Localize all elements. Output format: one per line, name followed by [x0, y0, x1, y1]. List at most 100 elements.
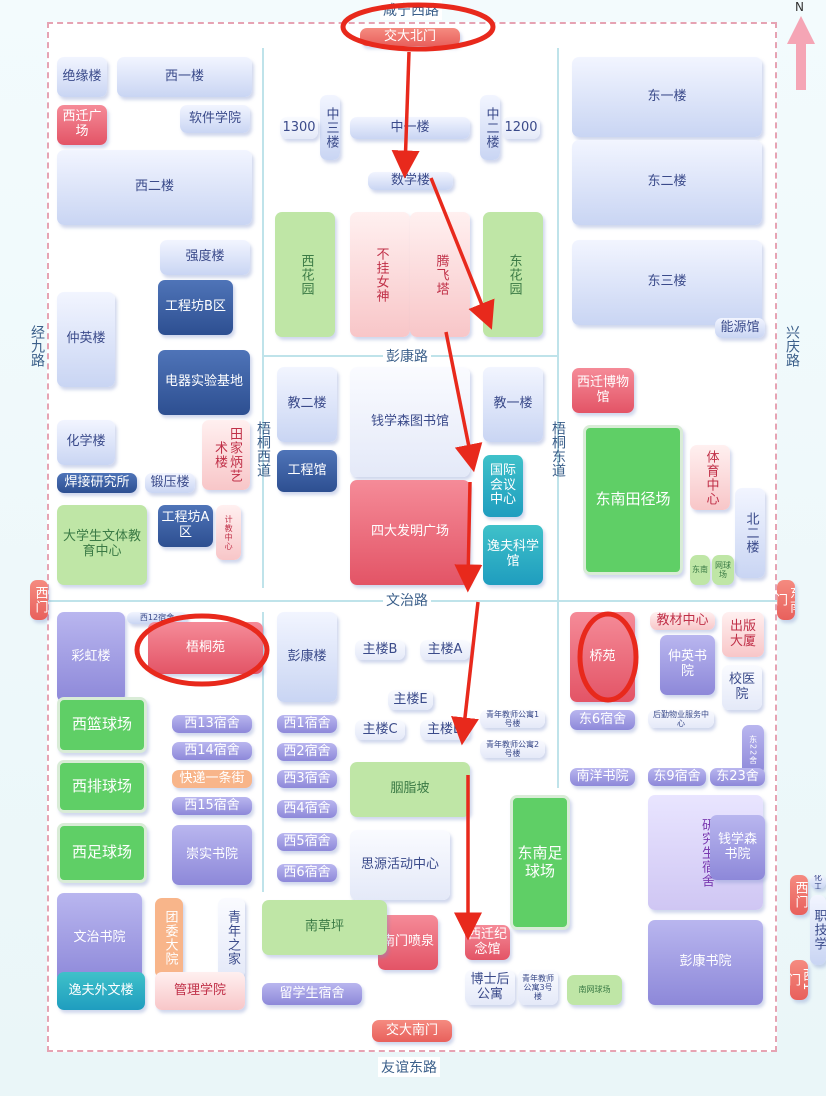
place-beier[interactable]: 北二楼: [735, 488, 765, 578]
place-library[interactable]: 钱学森图书馆: [350, 367, 470, 477]
place-dongsan[interactable]: 东三楼: [572, 240, 762, 325]
place-xi6[interactable]: 西6宿舍: [277, 864, 337, 882]
place-xiyi[interactable]: 西一楼: [117, 57, 252, 97]
place-liuxue[interactable]: 留学生宿舍: [262, 983, 362, 1005]
place-tianjiabing[interactable]: 田家炳艺术楼: [202, 420, 250, 490]
place-jiaoyi[interactable]: 教一楼: [483, 367, 543, 442]
place-dongyi[interactable]: 东一楼: [572, 57, 762, 137]
place-kuaidi[interactable]: 快递一条街: [172, 770, 252, 788]
place-zhongyi[interactable]: 中一楼: [350, 117, 470, 139]
place-dong9[interactable]: 东9宿舍: [648, 768, 706, 786]
place-siyuan[interactable]: 思源活动中心: [350, 830, 450, 900]
place-tuanwei[interactable]: 团委大院: [155, 898, 183, 978]
place-hanjie[interactable]: 焊接研究所: [57, 473, 137, 493]
place-qj1[interactable]: 青年教师公寓1号楼: [480, 710, 545, 728]
place-track[interactable]: 东南田径场: [583, 425, 683, 575]
place-fountain[interactable]: 南门喷泉: [378, 915, 438, 970]
place-shuxue[interactable]: 数学楼: [368, 172, 453, 190]
place-tiyu[interactable]: 体育中心: [690, 445, 730, 510]
place-gcfb[interactable]: 工程坊B区: [158, 280, 233, 335]
place-xi2[interactable]: 西2宿舍: [277, 743, 337, 761]
place-xi13[interactable]: 西13宿舍: [172, 715, 252, 733]
place-qingnian[interactable]: 青年之家: [218, 898, 245, 978]
place-sida[interactable]: 四大发明广场: [350, 480, 470, 585]
place-qiaoyuan[interactable]: 桥苑: [570, 612, 635, 702]
place-jueyuan[interactable]: 绝缘楼: [57, 57, 107, 97]
place-nanyang[interactable]: 南洋书院: [570, 768, 635, 786]
place-r-huagong[interactable]: 化工: [810, 875, 826, 889]
place-xi5[interactable]: 西5宿舍: [277, 833, 337, 851]
place-dianqi[interactable]: 电器实验基地: [158, 350, 250, 415]
place-xier[interactable]: 西二楼: [57, 150, 252, 225]
place-guanli[interactable]: 管理学院: [155, 972, 245, 1010]
place-zhongying[interactable]: 仲英楼: [57, 292, 115, 387]
place-qj2[interactable]: 青年教师公寓2号楼: [480, 740, 545, 758]
place-chuban[interactable]: 出版大厦: [722, 612, 764, 657]
place-gcfa[interactable]: 工程坊A区: [158, 505, 213, 547]
place-huaxue[interactable]: 化学楼: [57, 420, 115, 465]
place-n1200[interactable]: 1200: [502, 117, 540, 139]
place-goddess[interactable]: 不挂女神: [350, 212, 410, 337]
place-caihong[interactable]: 彩虹楼: [57, 612, 125, 702]
place-yanzhi[interactable]: 胭脂坡: [350, 762, 470, 817]
place-xipai[interactable]: 西排球场: [57, 760, 147, 813]
place-dn-tennis[interactable]: 东南: [690, 555, 710, 585]
place-zlC[interactable]: 主楼C: [355, 720, 405, 740]
place-r-west-gate[interactable]: 西门: [790, 875, 808, 915]
place-west-gate[interactable]: 西门: [30, 580, 48, 620]
place-guoji[interactable]: 国际会议中心: [483, 455, 523, 517]
place-zhonger[interactable]: 中二楼: [480, 95, 500, 160]
place-software[interactable]: 软件学院: [180, 105, 250, 133]
place-donghuayuan[interactable]: 东花园: [483, 212, 543, 337]
place-xiqian-museum[interactable]: 西迁博物馆: [572, 368, 634, 413]
place-dong6[interactable]: 东6宿舍: [570, 710, 635, 730]
place-zlB[interactable]: 主楼B: [355, 640, 405, 660]
place-gongcheng[interactable]: 工程馆: [277, 450, 337, 492]
place-zlE[interactable]: 主楼E: [388, 690, 433, 710]
place-jijiao[interactable]: 计教中心: [216, 505, 241, 560]
place-jiaoer[interactable]: 教二楼: [277, 367, 337, 442]
place-dong23[interactable]: 东23舍: [710, 768, 765, 786]
place-yifu-wai[interactable]: 逸夫外文楼: [57, 972, 145, 1010]
place-nanwang[interactable]: 南网球场: [567, 975, 622, 1005]
place-xi15[interactable]: 西15宿舍: [172, 797, 252, 815]
place-nengyuan[interactable]: 能源馆: [715, 318, 765, 338]
place-wenzhi-col[interactable]: 文治书院: [57, 893, 142, 983]
place-qxs-col[interactable]: 钱学森书院: [710, 815, 765, 880]
place-zlD[interactable]: 主楼D: [420, 720, 470, 740]
place-qj3[interactable]: 青年教师公寓3号楼: [518, 970, 558, 1005]
place-zhongying-col[interactable]: 仲英书院: [660, 635, 715, 695]
place-wenti[interactable]: 大学生文体教育中心: [57, 505, 147, 585]
place-xiqian-mem[interactable]: 西迁纪念馆: [465, 925, 510, 960]
place-pengkang-col[interactable]: 彭康书院: [648, 920, 763, 1005]
place-n1300[interactable]: 1300: [280, 117, 318, 139]
place-donger[interactable]: 东二楼: [572, 140, 762, 225]
place-boshihou[interactable]: 博士后公寓: [465, 970, 515, 1005]
place-r-west1[interactable]: 西1门: [790, 960, 808, 1000]
place-dong22[interactable]: 东22舍: [742, 725, 764, 775]
place-dnzu[interactable]: 东南足球场: [510, 795, 570, 930]
place-xi4[interactable]: 西4宿舍: [277, 800, 337, 818]
place-xilan[interactable]: 西篮球场: [57, 697, 147, 753]
place-xizu[interactable]: 西足球场: [57, 823, 147, 883]
place-nancaoping[interactable]: 南草坪: [262, 900, 387, 955]
place-yifu-sci[interactable]: 逸夫科学馆: [483, 525, 543, 585]
place-hospital[interactable]: 校医院: [722, 665, 762, 710]
place-pengkanglou[interactable]: 彭康楼: [277, 612, 337, 702]
place-qiangdu[interactable]: 强度楼: [160, 240, 250, 275]
place-chongshi[interactable]: 崇实书院: [172, 825, 252, 885]
place-xi1[interactable]: 西1宿舍: [277, 715, 337, 733]
place-south-gate[interactable]: 交大南门: [372, 1020, 452, 1042]
place-duanya[interactable]: 锻压楼: [145, 473, 195, 493]
place-wutongyuan[interactable]: 梧桐苑: [148, 622, 263, 674]
place-tennis[interactable]: 网球场: [712, 555, 734, 585]
place-r-zhiji[interactable]: 职技学: [810, 895, 826, 965]
place-xiqian-sq[interactable]: 西迁广场: [57, 105, 107, 145]
place-houqin[interactable]: 后勤物业服务中心: [648, 710, 714, 728]
place-xihuayuan[interactable]: 西花园: [275, 212, 335, 337]
place-xi14[interactable]: 西14宿舍: [172, 742, 252, 760]
place-xi3[interactable]: 西3宿舍: [277, 770, 337, 788]
place-jiaocai[interactable]: 教材中心: [650, 612, 715, 630]
place-tengfei[interactable]: 腾飞塔: [410, 212, 470, 337]
place-southeast-gate[interactable]: 东南门: [777, 580, 795, 620]
